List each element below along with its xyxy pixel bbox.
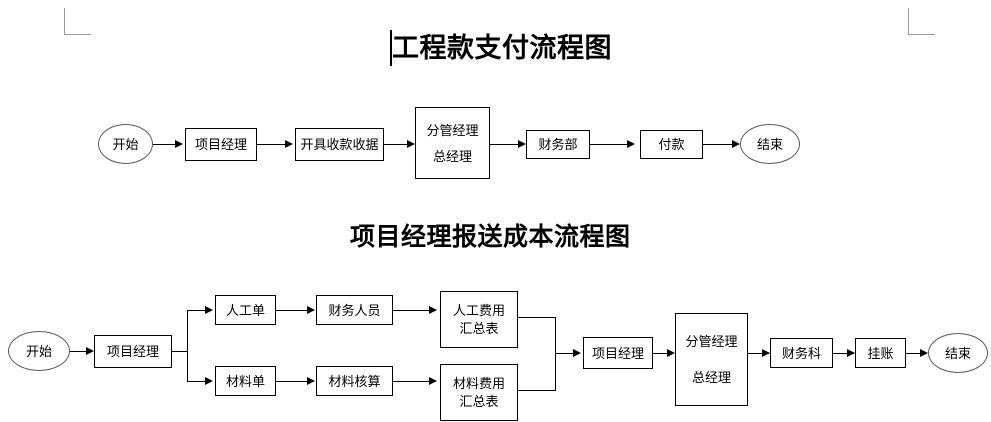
flow2-node-end[interactable]: 结束 bbox=[928, 333, 988, 373]
flowchart-2-title: 项目经理报送成本流程图 bbox=[350, 224, 631, 251]
flow2-node-project-manager-review-label: 项目经理 bbox=[591, 345, 644, 361]
flow1-node-manager-approval-label-1: 分管经理 bbox=[426, 122, 479, 138]
flow1-arrowhead-start-pm bbox=[175, 140, 183, 148]
flow2-arrowhead-pm2-manager bbox=[667, 349, 675, 357]
flow2-node-finance-staff-label: 财务人员 bbox=[328, 302, 381, 318]
flow1-node-manager-approval[interactable]: 分管经理 总经理 bbox=[415, 107, 490, 179]
flow2-node-finance-section-label: 财务科 bbox=[781, 345, 821, 361]
flow1-arrowhead-pay-end bbox=[732, 140, 740, 148]
flow2-node-material-cost-summary[interactable]: 材料费用 汇总表 bbox=[440, 364, 518, 421]
flow2-node-labor-form-label: 人工单 bbox=[225, 302, 265, 318]
flow1-connector-manager-finance bbox=[490, 144, 523, 145]
flow1-node-payment[interactable]: 付款 bbox=[640, 130, 703, 159]
flow2-node-manager-approval[interactable]: 分管经理 总经理 bbox=[675, 313, 748, 406]
flow2-node-finance-section[interactable]: 财务科 bbox=[770, 338, 833, 368]
flow2-node-labor-cost-summary-label-2: 汇总表 bbox=[459, 321, 499, 337]
flow1-connector-start-pm bbox=[153, 144, 177, 145]
flow1-connector-pay-end bbox=[703, 144, 737, 145]
flow2-node-labor-form[interactable]: 人工单 bbox=[215, 295, 276, 325]
flow1-node-project-manager-label: 项目经理 bbox=[194, 137, 247, 152]
flow2-arrowhead-pm-material-form bbox=[205, 377, 213, 385]
flow1-connector-finance-pay bbox=[590, 144, 632, 145]
flow1-node-end[interactable]: 结束 bbox=[740, 124, 800, 164]
flow2-arrowhead-labor-form-finance-staff bbox=[307, 306, 315, 314]
flow2-connector-material-form-material-accounting bbox=[276, 381, 311, 382]
flow2-arrowhead-finance-section-posting bbox=[847, 349, 855, 357]
flow2-arrowhead-posting-end bbox=[920, 349, 928, 357]
flow1-arrowhead-receipt-manager bbox=[407, 140, 415, 148]
flow1-node-start[interactable]: 开始 bbox=[98, 124, 153, 164]
flow2-arrowhead-manager-finance-dept bbox=[762, 349, 770, 357]
flow2-arrowhead-finance-staff-labor-summary bbox=[429, 306, 437, 314]
flow1-arrowhead-manager-finance bbox=[518, 140, 526, 148]
flow2-node-material-accounting[interactable]: 材料核算 bbox=[316, 366, 393, 396]
flow2-node-project-manager-submit-label: 项目经理 bbox=[106, 344, 159, 359]
flow2-arrowhead-start-pm bbox=[86, 347, 94, 355]
text-caret bbox=[390, 30, 392, 66]
flow1-node-issue-receipt[interactable]: 开具收款收据 bbox=[295, 128, 384, 161]
margin-corner-mark-top-left bbox=[64, 8, 91, 35]
flow2-connector-finance-section-posting bbox=[833, 353, 854, 354]
flow1-node-finance-department[interactable]: 财务部 bbox=[526, 130, 590, 159]
margin-corner-mark-top-right bbox=[908, 8, 935, 35]
flow2-connector-posting-end bbox=[906, 353, 926, 354]
flow2-node-project-manager-review[interactable]: 项目经理 bbox=[583, 337, 653, 369]
flow2-node-posting-label: 挂账 bbox=[867, 345, 894, 361]
flow2-arrowhead-pm-labor-form bbox=[205, 306, 213, 314]
flow1-connector-receipt-manager bbox=[384, 144, 413, 145]
flow2-node-material-cost-summary-label-2: 汇总表 bbox=[459, 394, 499, 410]
flow2-connector-pm-split-stem bbox=[172, 351, 188, 352]
flow2-node-material-cost-summary-label-1: 材料费用 bbox=[452, 375, 505, 391]
flow2-arrowhead-material-form-material-accounting bbox=[307, 377, 315, 385]
flow2-connector-labor-form-finance-staff bbox=[276, 310, 311, 311]
flow2-node-start[interactable]: 开始 bbox=[8, 331, 70, 371]
flow2-arrowhead-merge-pm2 bbox=[573, 349, 581, 357]
flow2-node-finance-staff[interactable]: 财务人员 bbox=[316, 295, 393, 325]
flow2-node-material-accounting-label: 材料核算 bbox=[328, 373, 381, 389]
flow1-node-issue-receipt-label: 开具收款收据 bbox=[300, 137, 379, 152]
flow2-connector-start-pm bbox=[70, 351, 90, 352]
flow1-node-project-manager[interactable]: 项目经理 bbox=[185, 128, 257, 161]
flow2-connector-pm-split-vertical bbox=[187, 310, 188, 382]
flow2-connector-pm-to-material-form bbox=[187, 381, 209, 382]
flow2-connector-finance-staff-labor-summary bbox=[393, 310, 433, 311]
flow2-node-material-form[interactable]: 材料单 bbox=[215, 366, 276, 396]
flow1-node-end-label: 结束 bbox=[756, 136, 783, 152]
flow2-node-posting[interactable]: 挂账 bbox=[855, 338, 906, 368]
flow2-node-project-manager-submit[interactable]: 项目经理 bbox=[94, 335, 172, 368]
flow2-connector-pm-to-labor-form bbox=[187, 310, 209, 311]
flow2-node-manager-approval-label-2: 总经理 bbox=[691, 370, 731, 386]
flow2-connector-material-accounting-material-summary bbox=[393, 381, 433, 382]
flow2-node-start-label: 开始 bbox=[25, 343, 52, 359]
flow1-node-payment-label: 付款 bbox=[658, 137, 685, 152]
flow2-node-end-label: 结束 bbox=[944, 345, 971, 361]
flow2-node-labor-cost-summary-label-1: 人工费用 bbox=[452, 302, 505, 318]
flow1-arrowhead-pm-receipt bbox=[285, 140, 293, 148]
flow1-node-manager-approval-label-2: 总经理 bbox=[432, 148, 472, 164]
flow2-connector-material-summary-merge bbox=[518, 390, 556, 391]
flow1-arrowhead-finance-pay bbox=[627, 140, 635, 148]
flow2-node-material-form-label: 材料单 bbox=[225, 373, 265, 389]
flow1-connector-pm-receipt bbox=[257, 144, 287, 145]
flow1-node-start-label: 开始 bbox=[112, 136, 139, 152]
flow1-node-finance-department-label: 财务部 bbox=[538, 137, 578, 152]
flow2-connector-labor-summary-merge bbox=[518, 317, 556, 318]
flow2-connector-pm2-manager bbox=[653, 353, 673, 354]
flow2-connector-merge-vertical bbox=[555, 317, 556, 391]
flow2-connector-merge-to-pm2 bbox=[555, 353, 577, 354]
flow2-connector-manager-finance-dept bbox=[748, 353, 769, 354]
flow2-node-manager-approval-label-1: 分管经理 bbox=[685, 333, 738, 349]
flowchart-1-title: 工程款支付流程图 bbox=[392, 33, 612, 63]
flow2-node-labor-cost-summary[interactable]: 人工费用 汇总表 bbox=[440, 291, 518, 348]
flow2-arrowhead-material-accounting-material-summary bbox=[429, 377, 437, 385]
